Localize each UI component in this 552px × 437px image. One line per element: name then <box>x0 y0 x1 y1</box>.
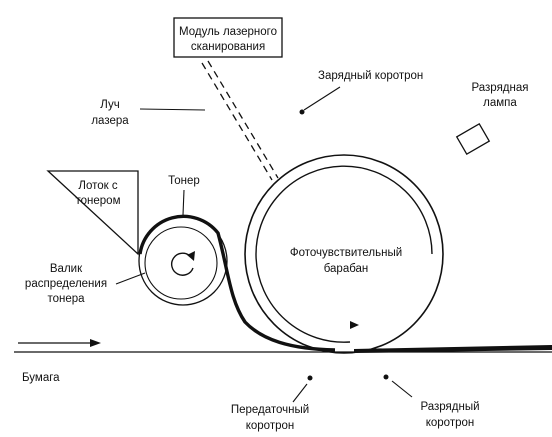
laser-beam-leader <box>139 108 206 111</box>
toner-tray-shape <box>46 170 139 256</box>
toner-label: Тонер <box>168 175 200 187</box>
discharge-corotron-label-1: Разрядный <box>420 401 479 413</box>
paper-direction-arrowhead <box>90 339 101 347</box>
charge-corotron-dot <box>299 109 305 115</box>
laser-scanner-label-1: Модуль лазерного <box>179 26 277 38</box>
discharge-lamp-shape <box>455 122 491 156</box>
discharge-lamp-label-2: лампа <box>483 97 517 109</box>
discharge-corotron-label-2: коротрон <box>426 417 475 429</box>
toner-leader <box>182 189 185 216</box>
laser-beam-label-1: Луч <box>100 99 119 111</box>
photo-drum-label-1: Фоточувствительный <box>290 247 402 259</box>
charge-corotron-leader <box>303 86 341 111</box>
toner-tray-label-2: тонером <box>76 195 121 207</box>
toner-roller-rotation-arrowhead <box>187 251 195 261</box>
laser-beam-label-2: лазера <box>91 115 129 127</box>
photo-drum-label-2: барабан <box>324 263 369 275</box>
toner-roller-rotation-arc <box>171 252 194 276</box>
toner-image-on-paper <box>354 345 552 353</box>
paper-label: Бумага <box>22 372 60 384</box>
toner-roller-inner <box>144 226 218 300</box>
transfer-corotron-label-1: Передаточный <box>231 404 309 416</box>
photo-drum-rotation-arrowhead <box>350 321 359 329</box>
laser-scanner-label-2: сканирования <box>191 41 265 53</box>
transfer-corotron-label-2: коротрон <box>246 420 295 432</box>
discharge-corotron-leader <box>391 380 413 398</box>
laser-scanner-box <box>173 17 283 58</box>
photo-drum-outer <box>244 154 444 354</box>
toner-roller-label-2: распределения <box>25 278 107 290</box>
discharge-corotron-dot <box>383 374 389 380</box>
laser-beam-line-a <box>201 62 273 181</box>
toner-tray-label-1: Лоток с <box>78 180 117 192</box>
toner-roller-label-1: Валик <box>50 263 83 275</box>
transfer-corotron-leader <box>292 383 308 403</box>
discharge-lamp-label-1: Разрядная <box>471 82 528 94</box>
toner-layer <box>138 214 336 352</box>
laser-beam-line-b <box>207 60 279 179</box>
transfer-corotron-dot <box>307 375 313 381</box>
charge-corotron-label: Зарядный коротрон <box>318 70 423 82</box>
toner-roller-label-3: тонера <box>47 293 85 305</box>
photo-drum-rotation-arc <box>255 165 433 343</box>
toner-roller-leader <box>115 272 146 285</box>
